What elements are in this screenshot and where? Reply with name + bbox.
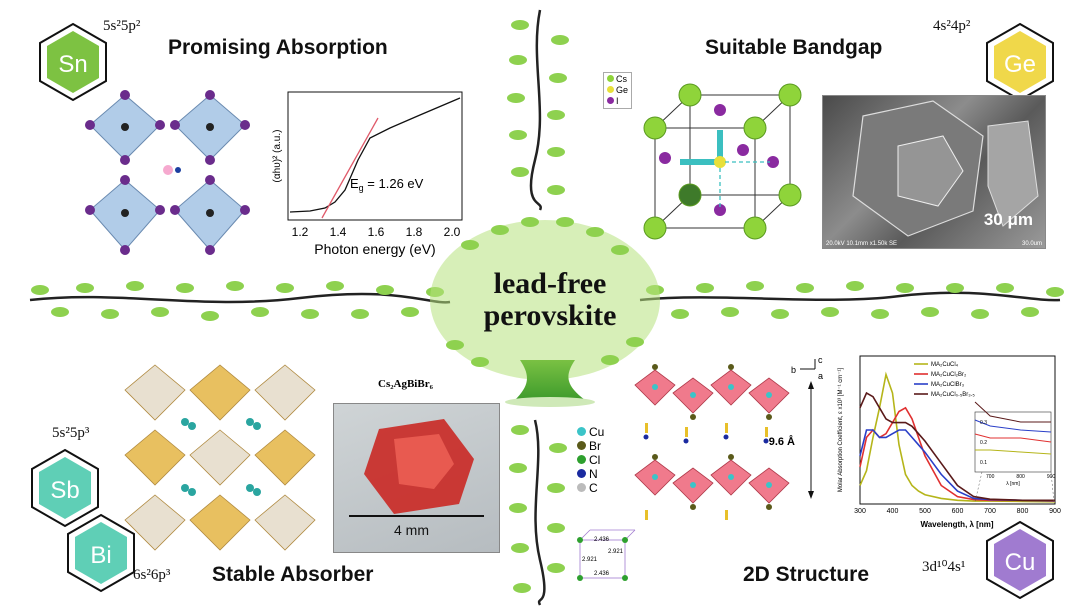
sb-hexagon: Sb: [31, 448, 99, 528]
ge-config: 4s²4p²: [933, 18, 971, 34]
cu-axis-b: b: [791, 365, 796, 375]
cu-hexagon: Cu: [986, 520, 1054, 600]
svg-text:2.436: 2.436: [594, 537, 610, 543]
sb-element-symbol: Sb: [50, 477, 79, 504]
cu-legend-n: N: [577, 467, 604, 481]
chart-ylabel: Molar Absorption Coefficient, ε x10³ [M⁻…: [838, 368, 844, 493]
ge-title: Suitable Bandgap: [705, 36, 883, 59]
ge-legend: Cs Ge I: [603, 72, 633, 109]
chart-inset-xtick: 900: [1047, 474, 1056, 480]
tauc-xtick: 1.4: [330, 225, 347, 239]
ge-unit-cell: [643, 83, 802, 240]
chart-xtick: 400: [887, 508, 899, 515]
chart-xtick: 800: [1017, 508, 1029, 515]
sb-config: 5s²5p³: [52, 425, 90, 441]
chart-inset-ytick: 0.1: [980, 460, 987, 466]
chart-xtick: 500: [919, 508, 931, 515]
sn-element-symbol: Sn: [58, 51, 87, 78]
cu-legend-cu: Cu: [577, 425, 604, 439]
sn-title: Promising Absorption: [168, 36, 388, 59]
cu-element-symbol: Cu: [1005, 549, 1036, 576]
cu-spacing-label: 9.6 Å: [769, 435, 795, 448]
ge-sem-footer-right: 30.0um: [1021, 241, 1042, 247]
sbbi-title: Stable Absorber: [212, 563, 374, 586]
chart-legend-label: MA₂CuCl₄: [931, 362, 959, 368]
ge-element-symbol: Ge: [1004, 51, 1036, 78]
bi-config: 6s²6p³: [133, 567, 171, 583]
chart-xtick: 700: [984, 508, 996, 515]
ge-hexagon: Ge: [986, 22, 1054, 102]
cu-unitcell-inset: 2.436 2.921 2.921 2.436: [577, 529, 636, 581]
tauc-xlabel: Photon energy (eV): [314, 241, 435, 257]
ge-legend-i: I: [607, 96, 628, 107]
chart-series-line-0: [859, 371, 1056, 503]
chart-inset-ytick: 0.2: [980, 440, 987, 446]
sb-crystal-photo: 4 mm: [333, 403, 500, 553]
chart-inset-series-0: [975, 449, 1052, 455]
ge-sem-scale-label: 30 μm: [983, 210, 1033, 229]
tauc-xtick: 1.2: [292, 225, 309, 239]
svg-text:2.921: 2.921: [608, 549, 624, 555]
chart-xtick: 900: [1049, 508, 1061, 515]
tauc-xtick: 2.0: [444, 225, 461, 239]
chart-series-line-3: [859, 391, 1055, 502]
center-title-line1: lead-free: [493, 267, 607, 300]
tauc-plot: (αhυ)² (a.u.) Eg = 1.26 eV 1.2 1.4 1.6 1.8 2…: [272, 91, 463, 257]
cu-config: 3d¹⁰4s¹: [922, 559, 966, 575]
chart-inset-ytick: 0.3: [980, 420, 987, 426]
center-title: lead-free perovskite: [450, 268, 650, 332]
ge-sem-image: 30 μm 20.0kV 10.1mm x1.50k SE 30.0um: [822, 95, 1046, 249]
sn-config: 5s²5p²: [103, 18, 141, 34]
chart-inset-series-3: [974, 401, 1051, 423]
tauc-xtick: 1.6: [368, 225, 385, 239]
sb-crystal-structure: [124, 364, 316, 551]
tauc-annotation: Eg = 1.26 eV: [350, 176, 424, 193]
cu-legend: Cu Br Cl N C: [577, 425, 604, 495]
chart-inset-series-1: [974, 433, 1052, 443]
cu-title: 2D Structure: [743, 563, 870, 586]
sn-crystal-structure: [85, 90, 250, 255]
sb-crystal-label: Cs₂AgBiBr₆: [378, 378, 433, 390]
chart-series-line-2: [859, 429, 1056, 502]
chart-inset-xlabel: λ [nm]: [1006, 481, 1020, 487]
cu-2d-structure: 9.6 Å b c a: [634, 355, 823, 520]
center-title-line2: perovskite: [483, 299, 617, 332]
cu-axis-a: a: [818, 371, 823, 381]
chart-inset-series-2: [974, 419, 1052, 433]
chart-xlabel: Wavelength, λ [nm]: [920, 520, 993, 529]
chart-legend-label: MA₂CuClBr₃: [931, 382, 965, 388]
chart-xtick: 300: [854, 508, 866, 515]
chart-legend-label: MA₂CuCl₂Br₂: [931, 372, 967, 378]
cu-legend-br: Br: [577, 439, 604, 453]
svg-text:2.436: 2.436: [594, 571, 610, 577]
bi-element-symbol: Bi: [90, 542, 111, 569]
ge-legend-cs: Cs: [607, 74, 628, 85]
svg-text:2.921: 2.921: [582, 557, 598, 563]
cu-legend-c: C: [577, 481, 604, 495]
cu-legend-cl: Cl: [577, 453, 604, 467]
chart-inset-xtick: 700: [986, 474, 995, 480]
tauc-ylabel: (αhυ)² (a.u.): [272, 130, 283, 183]
ge-sem-footer-left: 20.0kV 10.1mm x1.50k SE: [826, 241, 898, 247]
cu-axis-c: c: [818, 355, 823, 365]
tauc-xtick: 1.8: [406, 225, 423, 239]
chart-xtick: 600: [952, 508, 964, 515]
chart-legend-label: MA₂CuCl₀.₅Br₃.₅: [931, 392, 975, 398]
bi-hexagon: Bi: [67, 513, 135, 593]
ge-legend-ge: Ge: [607, 85, 628, 96]
sn-hexagon: Sn: [39, 22, 107, 102]
chart-inset-xtick: 800: [1016, 474, 1025, 480]
sb-crystal-scale: 4 mm: [394, 522, 429, 538]
cu-absorption-chart: Molar Absorption Coefficient, ε x10³ [M⁻…: [838, 355, 1061, 529]
